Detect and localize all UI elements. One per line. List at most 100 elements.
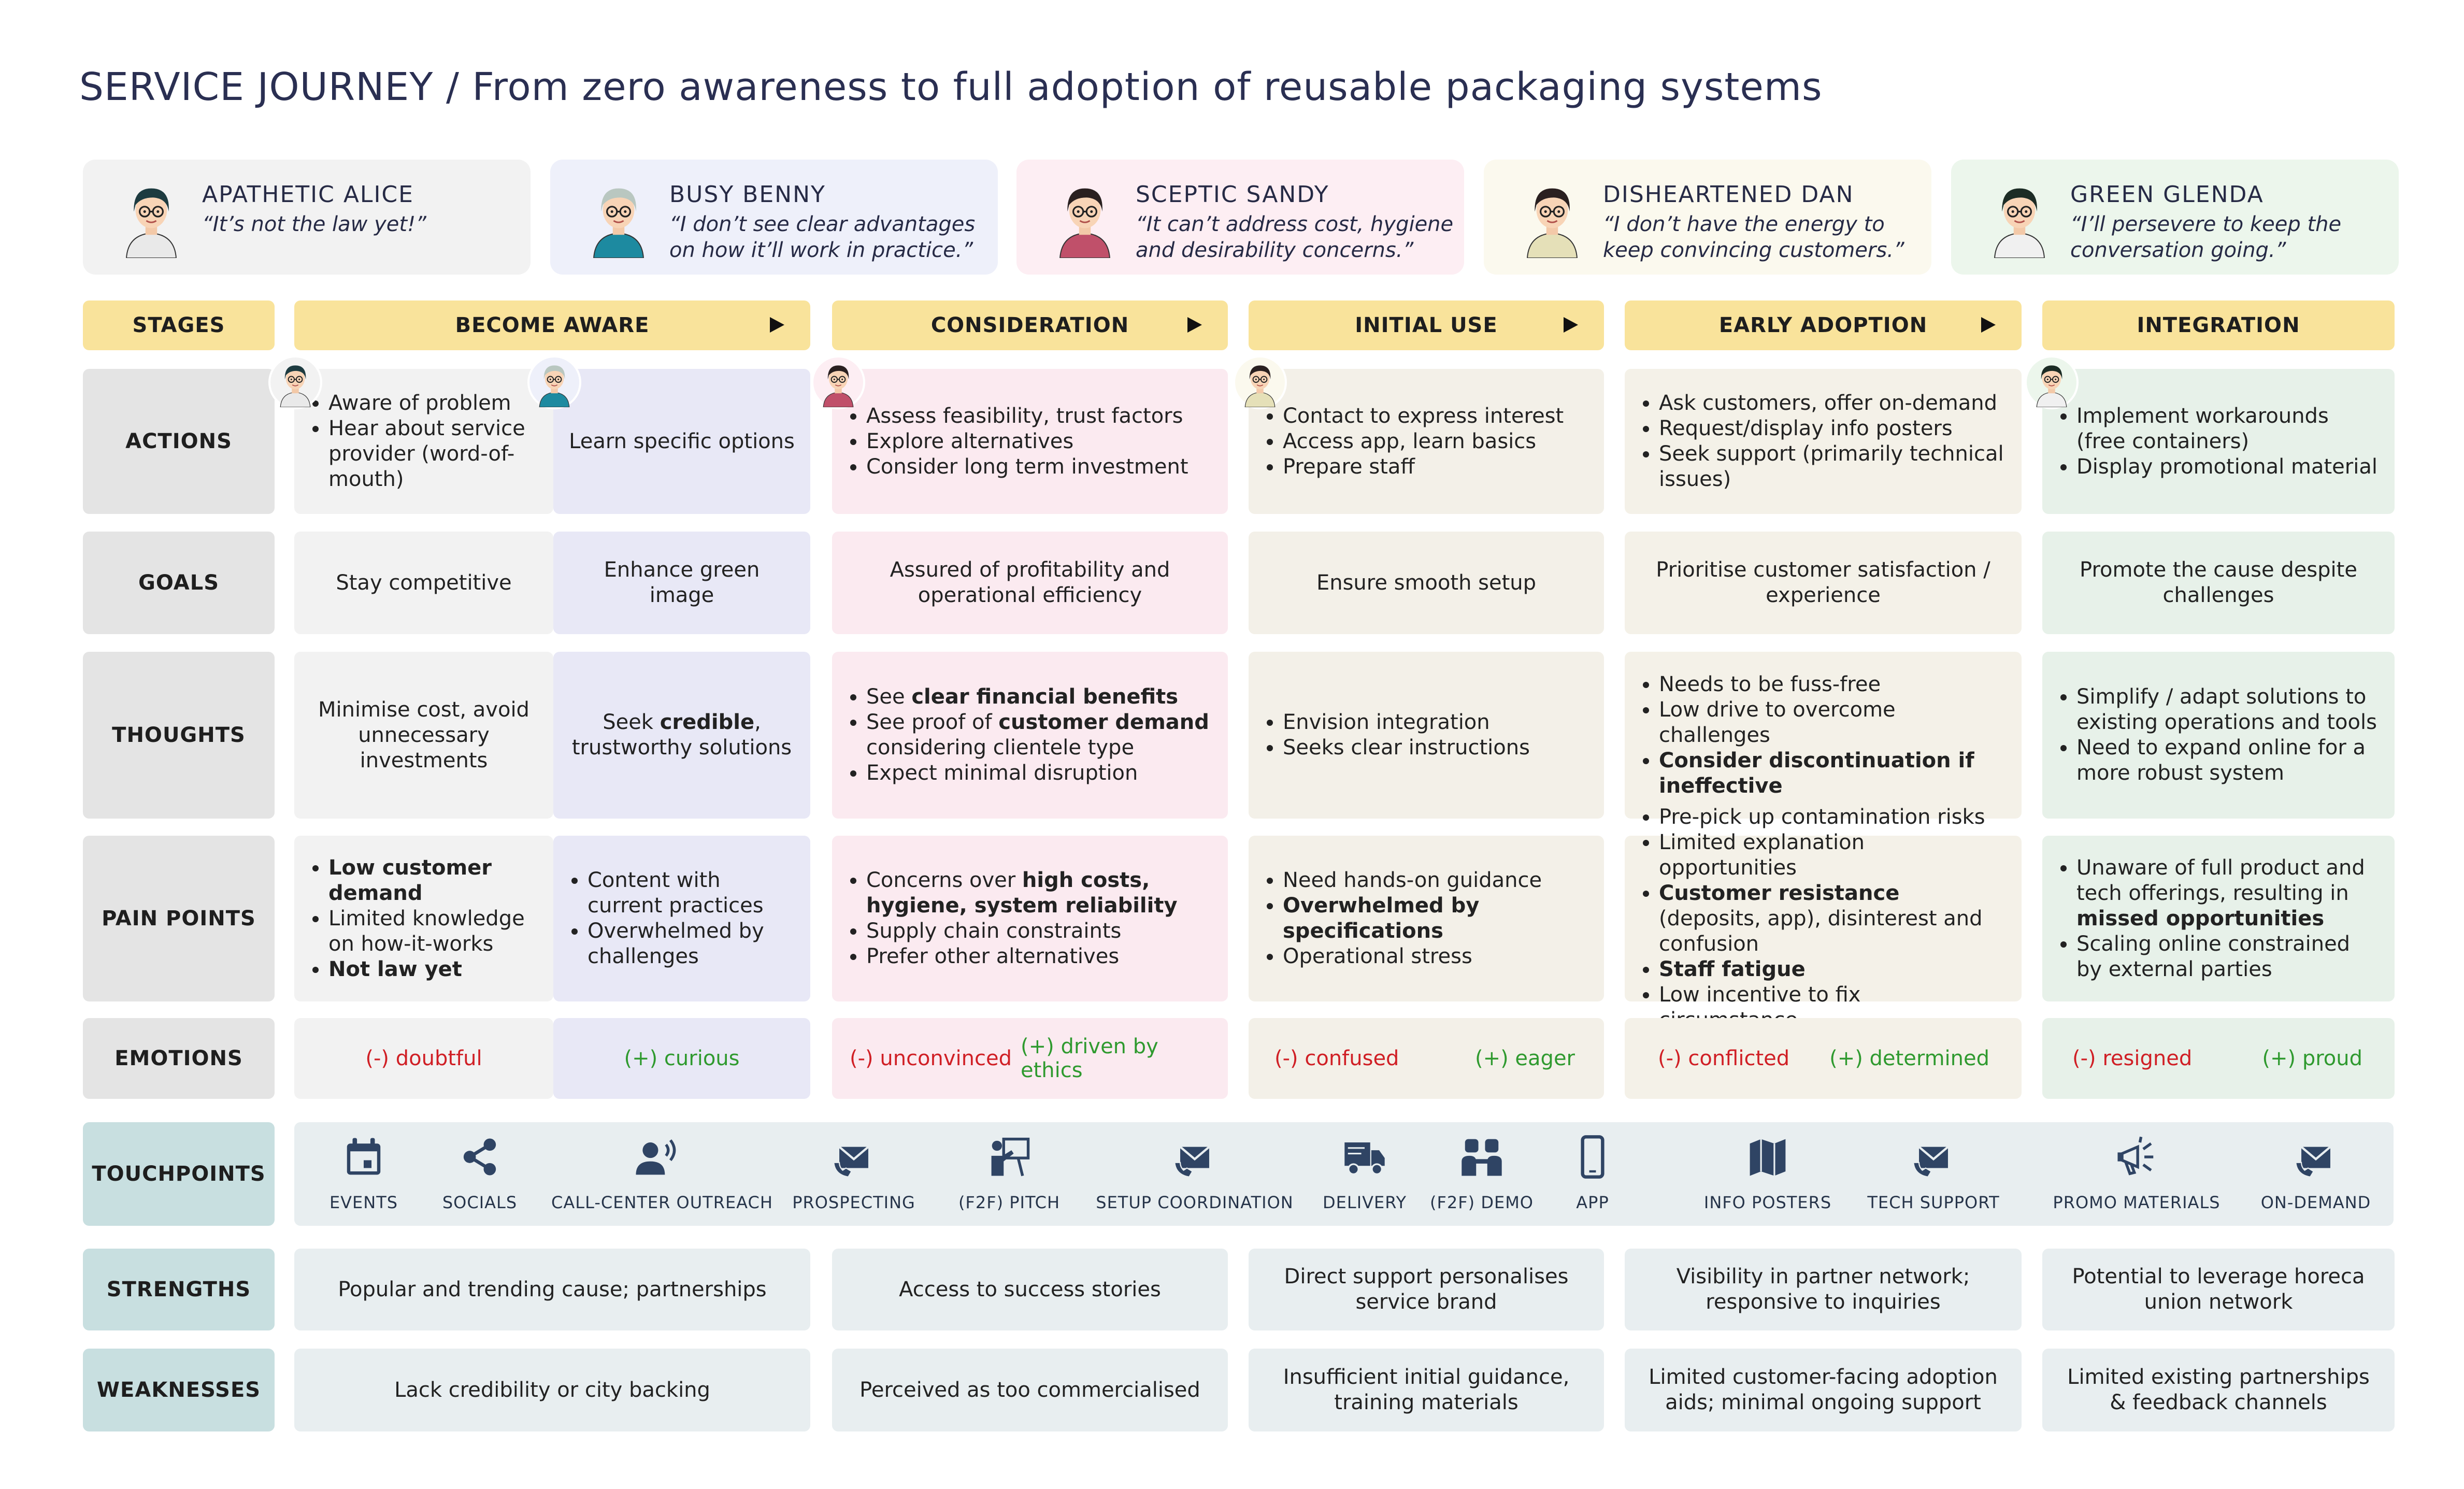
persona-quote: “I don’t see clear advantages on how it’… xyxy=(669,212,976,262)
stage-initial-use: INITIAL USE xyxy=(1249,300,1604,350)
touchpoint-call-center-outreach: CALL-CENTER OUTREACH xyxy=(551,1135,772,1212)
mini-avatar xyxy=(2027,357,2076,408)
touchpoint-socials: SOCIALS xyxy=(376,1135,583,1212)
emotion-negative: (-) resigned xyxy=(2072,1047,2193,1070)
megaphone-icon xyxy=(2117,1136,2154,1176)
actions-cell-early: Ask customers, offer on-demandRequest/di… xyxy=(1625,369,2022,514)
actions-cell-glenda: Implement workarounds (free containers)D… xyxy=(2042,369,2395,514)
touchpoint-label: (F2F) DEMO xyxy=(1430,1193,1534,1212)
strength-cell: Potential to leverage horeca union netwo… xyxy=(2042,1249,2395,1330)
goals-cell-early: Prioritise customer satisfaction / exper… xyxy=(1625,532,2022,634)
emotion-cell-sandy xyxy=(832,1018,1228,1099)
weakness-cell: Perceived as too commercialised xyxy=(832,1349,1228,1431)
persona-card: BUSY BENNY “I don’t see clear advantages… xyxy=(550,160,998,275)
persona-quote: “It’s not the law yet!” xyxy=(202,212,426,236)
persona-avatar xyxy=(1043,175,1126,259)
touchpoint-prospecting: PROSPECTING xyxy=(750,1135,957,1212)
speaking-person-icon xyxy=(636,1139,676,1175)
row-label-emotions: EMOTIONS xyxy=(83,1018,275,1099)
persona-avatar xyxy=(1511,175,1594,259)
glenda-avatar-icon xyxy=(2036,365,2067,408)
row-label-goals: GOALS xyxy=(83,532,275,634)
emotion-cell-alice xyxy=(294,1018,553,1099)
actions-cell-dan: Contact to express interestAccess app, l… xyxy=(1249,369,1604,514)
map-icon xyxy=(1750,1139,1786,1176)
mail-phone-icon xyxy=(1913,1146,1949,1178)
row-label-stages: STAGES xyxy=(83,300,275,350)
share-icon xyxy=(463,1138,496,1176)
touchpoint-delivery: DELIVERY xyxy=(1261,1135,1468,1212)
emotion-positive: (+) curious xyxy=(624,1047,740,1070)
row-label-touchpoints: TOUCHPOINTS xyxy=(83,1122,275,1226)
pain-points-cell-dan: Need hands-on guidanceOverwhelmed by spe… xyxy=(1249,836,1604,1001)
mini-avatar xyxy=(270,357,320,408)
weakness-cell: Insufficient initial guidance, training … xyxy=(1249,1349,1604,1431)
touchpoint-label: PROSPECTING xyxy=(792,1193,915,1212)
pain-points-cell-glenda: Unaware of full product and tech offerin… xyxy=(2042,836,2395,1001)
row-label-pain-points: PAIN POINTS xyxy=(83,836,275,1001)
smartphone-icon xyxy=(1581,1135,1605,1179)
touchpoint-label: (F2F) PITCH xyxy=(958,1193,1061,1212)
sandy-avatar-icon xyxy=(823,365,854,408)
row-label-thoughts: THOUGHTS xyxy=(83,652,275,819)
mail-phone-icon xyxy=(1174,1146,1210,1178)
actions-cell-alice: Aware of problemHear about service provi… xyxy=(294,369,553,514)
play-arrow-icon xyxy=(770,317,784,333)
touchpoint-info-posters: INFO POSTERS xyxy=(1664,1135,1871,1212)
persona-name: BUSY BENNY xyxy=(669,181,826,208)
touchpoint-label: EVENTS xyxy=(329,1193,398,1212)
persona-card: GREEN GLENDA “I’ll persevere to keep the… xyxy=(1951,160,2399,275)
group-icon xyxy=(1462,1139,1502,1176)
stage-integration: INTEGRATION xyxy=(2042,300,2395,350)
row-label-strengths: STRENGTHS xyxy=(83,1249,275,1330)
strength-cell: Popular and trending cause; partnerships xyxy=(294,1249,810,1330)
actions-cell-benny: Learn specific options xyxy=(553,369,810,514)
goals-cell-alice: Stay competitive xyxy=(294,532,553,634)
weakness-cell: Limited customer-facing adoption aids; m… xyxy=(1625,1349,2022,1431)
page-title: SERVICE JOURNEY / From zero awareness to… xyxy=(79,65,1823,109)
dan-avatar-icon xyxy=(1526,188,1578,259)
thoughts-cell-benny: Seek credible, trustworthy solutions xyxy=(553,652,810,819)
goals-cell-benny: Enhance green image xyxy=(553,532,810,634)
strength-cell: Access to success stories xyxy=(832,1249,1228,1330)
persona-quote: “I’ll persevere to keep the conversation… xyxy=(2070,212,2342,262)
touchpoint-f2f-demo: (F2F) DEMO xyxy=(1378,1135,1585,1212)
touchpoint-label: APP xyxy=(1576,1193,1609,1212)
pain-points-cell-benny: Content with current practicesOverwhelme… xyxy=(553,836,810,1001)
thoughts-cell-sandy: See clear financial benefitsSee proof of… xyxy=(832,652,1228,819)
thoughts-cell-alice: Minimise cost, avoid unnecessary investm… xyxy=(294,652,553,819)
emotion-positive: (+) determined xyxy=(1829,1047,1989,1070)
weakness-cell: Lack credibility or city backing xyxy=(294,1349,810,1431)
persona-quote: “I don’t have the energy to keep convinc… xyxy=(1603,212,1904,262)
emotion-negative: (-) confused xyxy=(1274,1047,1399,1070)
glenda-avatar-icon xyxy=(1994,188,2045,259)
emotion-negative: (-) unconvinced xyxy=(850,1047,1012,1070)
stage-consideration: CONSIDERATION xyxy=(832,300,1228,350)
stage-become-aware: BECOME AWARE xyxy=(294,300,810,350)
thoughts-cell-glenda: Simplify / adapt solutions to existing o… xyxy=(2042,652,2395,819)
alice-avatar-icon xyxy=(280,365,311,408)
emotion-negative: (-) conflicted xyxy=(1658,1047,1790,1070)
mini-avatar xyxy=(1235,357,1285,408)
persona-name: SCEPTIC SANDY xyxy=(1136,181,1329,208)
thoughts-cell-early: Needs to be fuss-freeLow drive to overco… xyxy=(1625,652,2022,819)
presenter-icon xyxy=(991,1137,1030,1177)
strength-cell: Direct support personalises service bran… xyxy=(1249,1249,1604,1330)
play-arrow-icon xyxy=(1564,317,1578,333)
goals-cell-glenda: Promote the cause despite challenges xyxy=(2042,532,2395,634)
touchpoint-setup-coordination: SETUP COORDINATION xyxy=(1091,1135,1298,1212)
touchpoint-app: APP xyxy=(1489,1135,1696,1212)
touchpoint-label: SETUP COORDINATION xyxy=(1096,1193,1294,1212)
emotion-positive: (+) proud xyxy=(2262,1047,2362,1070)
emotion-positive: (+) eager xyxy=(1474,1047,1575,1070)
persona-avatar xyxy=(1978,175,2061,259)
persona-card: SCEPTIC SANDY “It can’t address cost, hy… xyxy=(1016,160,1464,275)
thoughts-cell-dan: Envision integrationSeeks clear instruct… xyxy=(1249,652,1604,819)
benny-avatar-icon xyxy=(539,365,570,408)
goals-cell-dan: Ensure smooth setup xyxy=(1249,532,1604,634)
mail-phone-icon xyxy=(833,1146,869,1178)
pain-points-cell-sandy: Concerns over high costs, hygiene, syste… xyxy=(832,836,1228,1001)
touchpoint-tech-support: TECH SUPPORT xyxy=(1830,1135,2037,1212)
mail-phone-icon xyxy=(2295,1146,2331,1178)
play-arrow-icon xyxy=(1187,317,1202,333)
